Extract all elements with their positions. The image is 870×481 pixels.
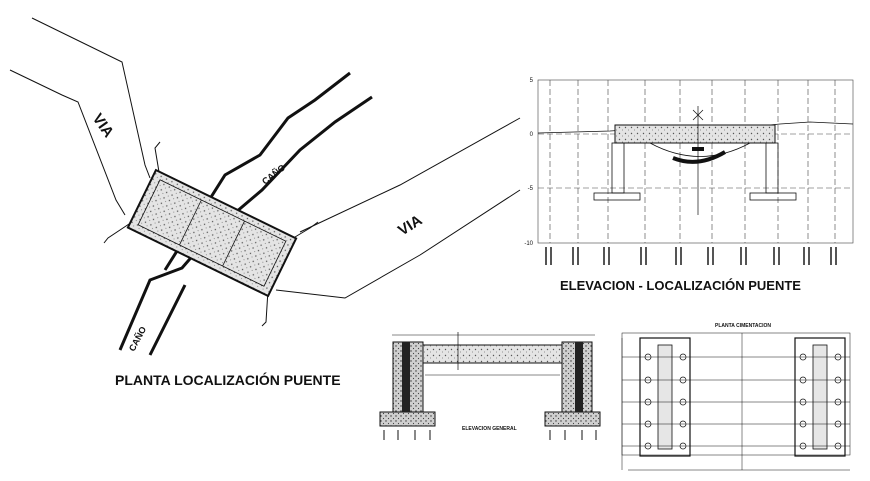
wing-wall-2 xyxy=(103,217,139,244)
elevation-ticks: 5 0 -5 -10 xyxy=(524,78,533,247)
bridge-deck-plan xyxy=(126,168,298,298)
y-tick-minus5: -5 xyxy=(528,186,534,192)
y-tick-0: 0 xyxy=(530,132,534,138)
y-tick-5: 5 xyxy=(530,78,534,84)
wing-wall-1 xyxy=(154,141,161,179)
road-label-2: VIA xyxy=(395,212,425,240)
road-edge-right-upper xyxy=(299,117,521,233)
station-labels xyxy=(545,247,837,265)
plan-title: PLANTA LOCALIZACIÓN PUENTE xyxy=(115,371,341,388)
general-elevation-caption: ELEVACION GENERAL xyxy=(462,426,517,432)
stream-lower-tail xyxy=(148,284,187,356)
road-label-1: VIA xyxy=(89,111,117,141)
road-edge-lower xyxy=(9,69,126,216)
bridge-elevation xyxy=(593,106,797,215)
y-tick-minus10: -10 xyxy=(524,241,533,247)
road-edge-upper xyxy=(31,17,151,179)
stream-edge-upper xyxy=(163,71,351,271)
elevation-title: ELEVACION - LOCALIZACIÓN PUENTE xyxy=(560,278,801,293)
general-elevation xyxy=(379,332,601,440)
stream-label-1: CAÑO xyxy=(260,162,287,186)
wing-wall-3 xyxy=(289,221,319,241)
foundation-plan xyxy=(621,332,851,471)
wing-wall-4 xyxy=(261,289,269,327)
foundation-plan-caption: PLANTA CIMENTACION xyxy=(715,323,771,329)
road-edge-right-lower xyxy=(275,189,521,299)
